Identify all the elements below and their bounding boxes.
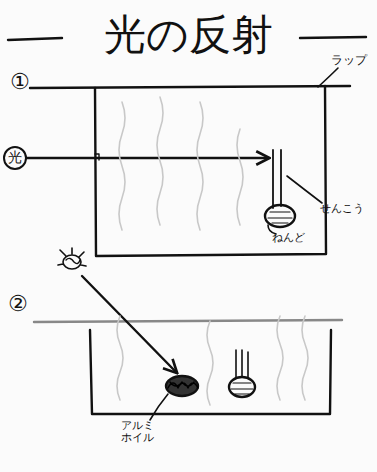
- wrap-film: [30, 86, 350, 88]
- figure-number: ①: [10, 70, 30, 94]
- smoke-trace: [207, 321, 213, 405]
- incense-stick: [272, 150, 274, 208]
- clay-lump: [229, 377, 255, 397]
- smoke-trace: [302, 316, 308, 400]
- light-source: [58, 248, 86, 269]
- light-source: [66, 258, 80, 263]
- light-circle: 光: [3, 146, 27, 170]
- smoke-trace: [117, 316, 123, 400]
- leader-line: [150, 394, 168, 420]
- wrap-film: [34, 320, 342, 322]
- clay-hatch: [268, 212, 292, 223]
- title: 光の反射: [0, 12, 377, 58]
- smoke-trace: [197, 102, 203, 230]
- title-dash: [8, 38, 62, 40]
- part-label: ねんど: [272, 232, 305, 244]
- light-ray: [82, 276, 176, 372]
- leader-line: [287, 176, 322, 203]
- foil-crumple: [168, 382, 198, 388]
- figure-number: ②: [8, 292, 28, 316]
- water-tank: [95, 86, 326, 256]
- incense-stick: [280, 150, 282, 206]
- leader-line: [318, 68, 338, 87]
- part-label: アルミ ホイル: [118, 420, 154, 444]
- part-label: せんこう: [320, 203, 364, 215]
- clay-hatch: [231, 383, 253, 394]
- title-dash: [300, 37, 366, 38]
- smoke-trace: [119, 102, 125, 230]
- part-label: ラップ: [331, 54, 367, 67]
- smoke-trace: [237, 129, 243, 225]
- water-tank: [90, 330, 331, 414]
- incense-stick: [236, 350, 248, 378]
- clay-lump: [265, 205, 295, 227]
- entry-mark: [95, 154, 99, 160]
- light-ray: [24, 157, 268, 159]
- smoke-trace: [277, 316, 283, 400]
- node-text: 光: [8, 149, 22, 167]
- smoke-trace: [157, 97, 163, 225]
- aluminium-foil: [166, 376, 198, 396]
